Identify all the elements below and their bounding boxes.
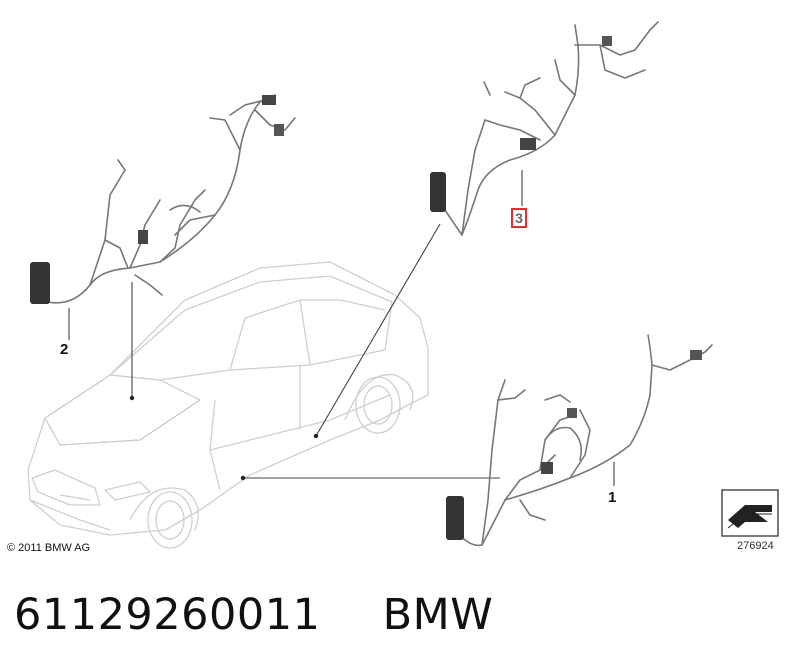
- callout-label-3-highlighted: 3: [511, 208, 527, 228]
- diagram-reference-number: 276924: [737, 540, 774, 552]
- wiring-harness-icon: [39, 94, 296, 304]
- brand-name: BMW: [382, 590, 494, 640]
- callout-label-1: 1: [608, 489, 617, 506]
- callout-label-2: 2: [60, 341, 69, 358]
- part-number: 61129260011: [14, 590, 321, 640]
- copyright-notice: © 2011 BMW AG: [7, 542, 91, 554]
- car-outline-icon: [27, 261, 429, 549]
- arrow-navigation-icon: [721, 489, 779, 537]
- wiring-harness-icon: [444, 21, 659, 236]
- exploded-parts-diagram: [27, 21, 779, 549]
- leader-lines: [68, 170, 615, 486]
- part-caption: 61129260011 BMW: [14, 590, 493, 640]
- wiring-harness-icon: [454, 334, 713, 547]
